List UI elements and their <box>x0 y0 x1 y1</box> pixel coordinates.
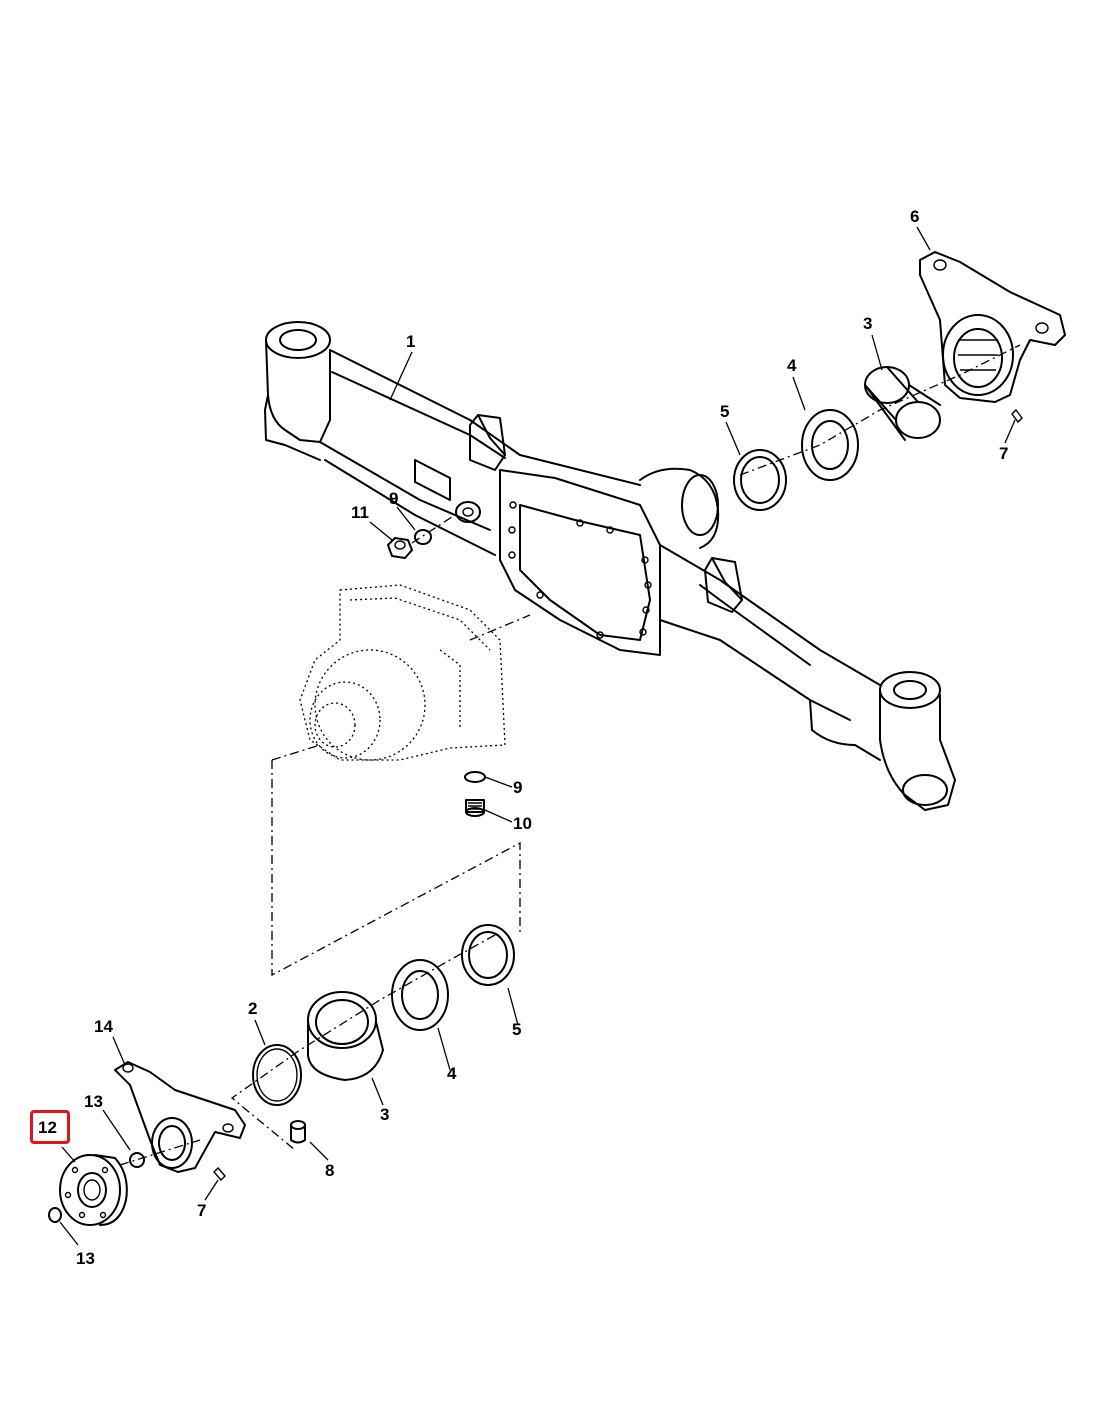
callout-7-right[interactable]: 7 <box>999 444 1009 463</box>
callout-1[interactable]: 1 <box>406 332 416 351</box>
leader-lines <box>59 226 1016 1246</box>
bearing-sleeve-right <box>864 366 941 441</box>
snap-ring-2 <box>252 1044 302 1106</box>
seal-ring-lower <box>461 924 515 986</box>
callout-3-lower[interactable]: 3 <box>380 1105 390 1124</box>
callout-12[interactable]: 12 <box>38 1118 57 1137</box>
seal-ring-right <box>733 449 787 511</box>
thrust-washer-right <box>801 409 859 481</box>
flange-12 <box>59 1154 128 1226</box>
plug-10 <box>465 799 485 817</box>
callout-9-lower[interactable]: 9 <box>513 778 523 797</box>
callout-6[interactable]: 6 <box>910 207 920 226</box>
callout-3-right[interactable]: 3 <box>863 314 873 333</box>
callout-7-lower[interactable]: 7 <box>197 1201 207 1220</box>
callout-12-highlight <box>30 1110 70 1144</box>
assembly-lines <box>119 344 1021 1166</box>
differential-ghost <box>299 584 506 761</box>
callout-5-lower[interactable]: 5 <box>512 1020 522 1039</box>
callout-13-upper[interactable]: 13 <box>84 1092 103 1111</box>
callout-14[interactable]: 14 <box>94 1017 113 1036</box>
callout-13-lower[interactable]: 13 <box>76 1249 95 1268</box>
thrust-washer-lower <box>391 959 449 1031</box>
callout-10[interactable]: 10 <box>513 814 532 833</box>
callout-5-right[interactable]: 5 <box>720 402 730 421</box>
callout-11[interactable]: 11 <box>351 503 369 522</box>
o-ring-9-upper <box>414 529 432 545</box>
right-pillow-block <box>919 251 1066 424</box>
callout-8[interactable]: 8 <box>325 1161 335 1180</box>
callout-2[interactable]: 2 <box>248 999 258 1018</box>
callout-9-upper[interactable]: 9 <box>389 489 399 508</box>
plug-11 <box>387 537 413 559</box>
bushing-8 <box>290 1120 306 1144</box>
circlip-13-upper <box>129 1152 145 1168</box>
o-ring-9-lower <box>464 771 486 783</box>
callout-4-lower[interactable]: 4 <box>447 1064 457 1083</box>
bearing-sleeve-lower <box>307 991 384 1081</box>
left-pillow-block <box>114 1061 246 1182</box>
axle-housing <box>264 321 956 811</box>
circlip-13-lower <box>48 1207 62 1223</box>
callout-4-right[interactable]: 4 <box>787 356 797 375</box>
